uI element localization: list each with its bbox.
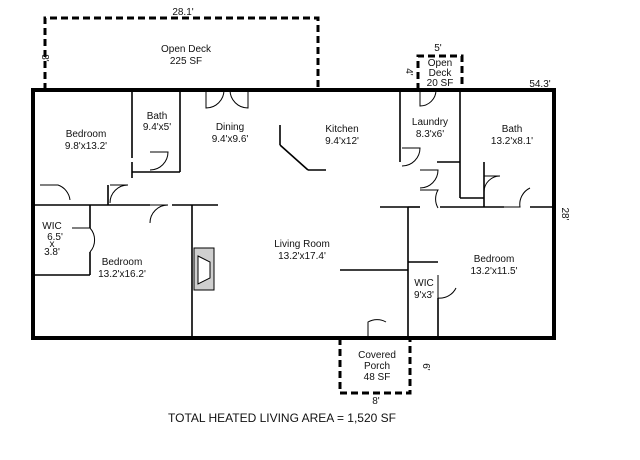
room-dining-size: 9.4'x9.6' (212, 134, 249, 145)
fireplace (193, 247, 215, 291)
room-kitchen-name: Kitchen (325, 124, 358, 135)
room-bedroom3-name: Bedroom (474, 254, 515, 265)
room-wic1-size-w: 6.5' (47, 232, 63, 243)
room-wic1-size-h: 3.8' (44, 247, 60, 258)
room-living-size: 13.2'x17.4' (278, 251, 326, 262)
room-laundry-name: Laundry (412, 117, 448, 128)
dim-small-deck-depth: 4' (403, 68, 414, 76)
exterior-wall (31, 88, 556, 340)
room-small-deck-name: Open (428, 58, 452, 69)
total-area-label: TOTAL HEATED LIVING AREA = 1,520 SF (168, 411, 396, 425)
dim-house-depth: 28' (559, 207, 570, 220)
covered-porch-outline (338, 338, 412, 395)
room-kitchen-size: 9.4'x12' (325, 136, 359, 147)
room-bath2-size: 13.2'x8.1' (491, 136, 533, 147)
room-open-deck-size: 225 SF (170, 56, 202, 67)
room-bedroom3-size: 13.2'x11.5' (470, 266, 517, 277)
room-porch-name: Covered (358, 350, 396, 361)
room-living-name: Living Room (274, 239, 330, 250)
small-deck-outline (416, 54, 464, 90)
room-bedroom2-name: Bedroom (102, 257, 143, 268)
door-swings (40, 89, 531, 338)
room-wic2-name: WIC (414, 278, 433, 289)
room-wic1-name: WIC (42, 221, 61, 232)
dim-porch-width: 8' (372, 396, 380, 407)
open-deck-outline (43, 16, 320, 90)
dim-deck-width: 28.1' (172, 7, 193, 18)
dim-deck-depth: 8' (39, 54, 50, 62)
room-small-deck-name2: Deck (429, 68, 453, 79)
room-dining-name: Dining (216, 122, 244, 133)
room-bath1-name: Bath (147, 111, 168, 122)
room-porch-size: 48 SF (364, 372, 391, 383)
room-laundry-size: 8.3'x6' (416, 129, 444, 140)
room-bath2-name: Bath (502, 124, 523, 135)
room-bath1-size: 9.4'x5' (143, 122, 171, 133)
room-porch-name2: Porch (364, 361, 390, 372)
room-wic2-size: 9'x3' (414, 290, 434, 301)
room-small-deck-size: 20 SF (427, 78, 454, 89)
room-bedroom1-name: Bedroom (66, 129, 107, 140)
dim-porch-depth: 6' (420, 363, 431, 371)
room-bedroom1-size: 9.8'x13.2' (65, 141, 107, 152)
interior-walls (33, 90, 554, 338)
room-bedroom2-size: 13.2'x16.2' (98, 269, 146, 280)
room-open-deck-name: Open Deck (161, 44, 212, 55)
dim-small-deck-width: 5' (434, 43, 442, 54)
dim-house-width: 54.3' (529, 79, 550, 90)
room-wic1-size-x: x (50, 239, 55, 250)
